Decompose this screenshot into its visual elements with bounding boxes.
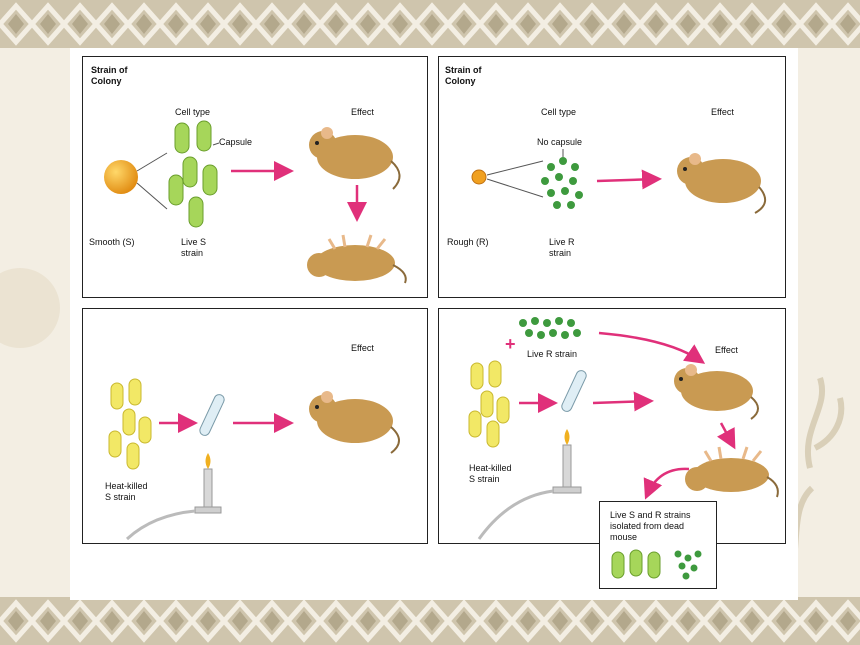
panel-rough-illustration [471, 149, 766, 214]
bottom-decorative-border [0, 597, 860, 645]
live-r-cells-icon [519, 317, 581, 339]
panel-smooth-strain: Strain of Colony Cell type Capsule Effec… [82, 56, 428, 298]
dead-mouse-icon [307, 234, 407, 284]
test-tube-icon [199, 394, 225, 436]
live-mouse-icon [309, 127, 401, 190]
panel-rough-strain: Strain of Colony Cell type No capsule Ef… [438, 56, 786, 298]
plus-sign: + [505, 334, 516, 354]
effect-label: Effect [715, 345, 738, 355]
test-tube-icon [561, 370, 587, 412]
smooth-colony-icon [104, 160, 138, 194]
cell-label: Heat-killed S strain [469, 463, 512, 484]
heat-killed-cells-icon [108, 378, 152, 470]
arrow-icon [592, 391, 654, 412]
result-cells-illustration [611, 549, 702, 580]
live-r-strain-label: Live R strain [527, 349, 578, 359]
result-box: Live S and R strains isolated from dead … [599, 501, 717, 589]
result-text: Live S and R strains isolated from dead … [610, 510, 691, 542]
uncapsulated-cells-icon [674, 550, 702, 580]
border-pattern [0, 0, 860, 48]
panel-smooth-illustration [104, 120, 407, 284]
live-mouse-icon [309, 391, 400, 454]
arrow-icon [643, 467, 690, 500]
panel-mixed-strains: Effect + Live R strain Heat-killed S str… [438, 308, 786, 589]
panel-heat-killed: Effect Heat-killed S strain [82, 308, 428, 544]
top-decorative-border [0, 0, 860, 48]
capsulated-cells-icon [611, 549, 661, 579]
bunsen-burner-icon [477, 429, 582, 540]
live-mouse-icon [674, 364, 759, 420]
arrow-icon [596, 169, 662, 190]
panel-mixed-illustration [468, 317, 779, 540]
effect-label: Effect [351, 343, 374, 353]
dead-mouse-icon [685, 446, 779, 498]
strain-name-label: Rough (R) [447, 237, 489, 247]
bunsen-burner-icon [125, 453, 222, 541]
capsule-label: Capsule [219, 137, 253, 147]
cell-label: Live R strain [549, 237, 575, 258]
border-pattern [0, 597, 860, 645]
arrow-icon [717, 422, 736, 450]
effect-label: Effect [351, 107, 374, 117]
arrow-icon [598, 331, 706, 364]
panel-header: Strain of Colony [91, 65, 128, 86]
uncapsulated-cells-icon [541, 157, 583, 209]
capsulated-cells-icon [168, 120, 218, 228]
effect-label: Effect [711, 107, 734, 117]
strain-name-label: Smooth (S) [89, 237, 135, 247]
panel-header: Strain of Colony [445, 65, 482, 86]
diagram-card: Strain of Colony Cell type Capsule Effec… [70, 48, 798, 600]
rough-colony-icon [471, 169, 487, 185]
live-mouse-icon [677, 153, 766, 214]
cell-type-label: Cell type [541, 107, 577, 117]
cell-type-label: Cell type [175, 107, 211, 117]
cell-label: Live S strain [181, 237, 207, 258]
heat-killed-cells-icon [468, 360, 510, 448]
no-capsule-label: No capsule [537, 137, 583, 147]
cell-label: Heat-killed S strain [105, 481, 148, 502]
panel-heat-killed-illustration [108, 378, 400, 541]
